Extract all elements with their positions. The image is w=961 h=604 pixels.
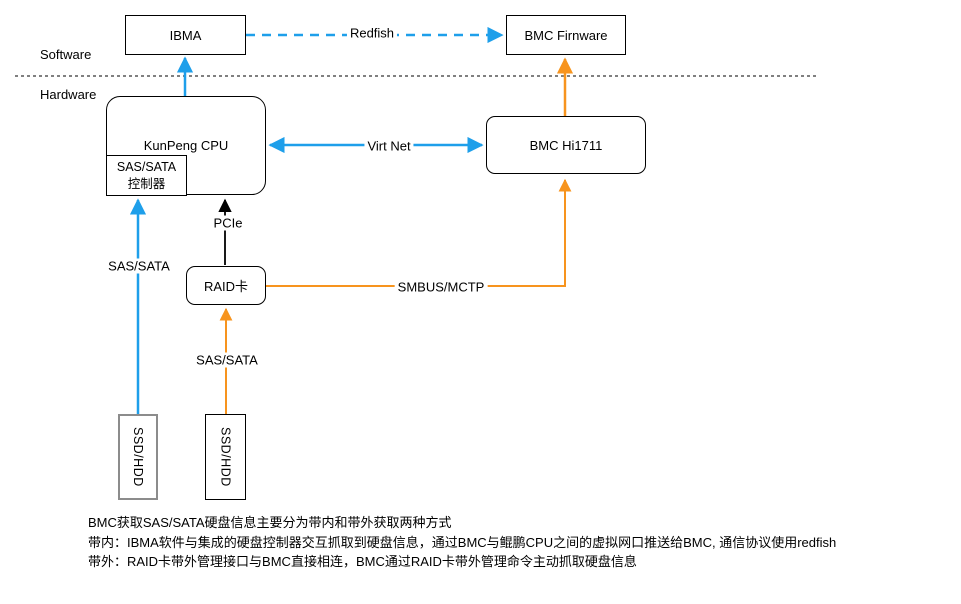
node-ssd-hdd-right: SSD/HDD bbox=[205, 414, 246, 500]
edge-label-redfish: Redfish bbox=[346, 25, 398, 41]
edge-smbus-mctp bbox=[265, 178, 572, 287]
node-ibma-label: IBMA bbox=[169, 27, 202, 43]
node-bmc-firmware: BMC Firnware bbox=[506, 15, 626, 55]
note-line-1: BMC获取SAS/SATA硬盘信息主要分为带内和带外获取两种方式 bbox=[88, 515, 452, 530]
node-raid-card: RAID卡 bbox=[186, 266, 266, 305]
edge-label-smbus-mctp: SMBUS/MCTP bbox=[394, 279, 488, 295]
edge-label-sas-sata-inband: SAS/SATA bbox=[105, 258, 173, 274]
note-line-2: 带内：IBMA软件与集成的硬盘控制器交互抓取到硬盘信息，通过BMC与鲲鹏CPU之… bbox=[88, 534, 837, 550]
hardware-layer-label: Hardware bbox=[40, 87, 97, 102]
node-ssd-hdd-left-label: SSD/HDD bbox=[131, 427, 145, 487]
node-bmc-hi1711-label: BMC Hi1711 bbox=[529, 137, 603, 153]
node-ssd-hdd-left: SSD/HDD bbox=[118, 414, 158, 500]
software-layer-label: Software bbox=[40, 47, 92, 62]
note-line-3: 带外：RAID卡带外管理接口与BMC直接相连，BMC通过RAID卡带外管理命令主… bbox=[88, 554, 637, 569]
node-bmc-hi1711: BMC Hi1711 bbox=[486, 116, 646, 174]
edge-label-virt-net: Virt Net bbox=[364, 138, 414, 154]
node-ssd-hdd-right-label: SSD/HDD bbox=[218, 427, 233, 487]
node-sas-sata-controller: SAS/SATA 控制器 bbox=[106, 155, 187, 196]
node-sas-sata-controller-label: SAS/SATA 控制器 bbox=[116, 160, 177, 191]
edge-label-sas-sata-raid: SAS/SATA bbox=[193, 352, 261, 368]
edge-label-pcie: PCIe bbox=[210, 215, 246, 231]
node-ibma: IBMA bbox=[125, 15, 246, 55]
node-kunpeng-cpu-label: KunPeng CPU bbox=[143, 138, 229, 153]
notes-block: BMC获取SAS/SATA硬盘信息主要分为带内和带外获取两种方式 带内：IBMA… bbox=[88, 513, 836, 572]
node-raid-card-label: RAID卡 bbox=[203, 279, 249, 294]
node-bmc-firmware-label: BMC Firnware bbox=[524, 27, 608, 43]
